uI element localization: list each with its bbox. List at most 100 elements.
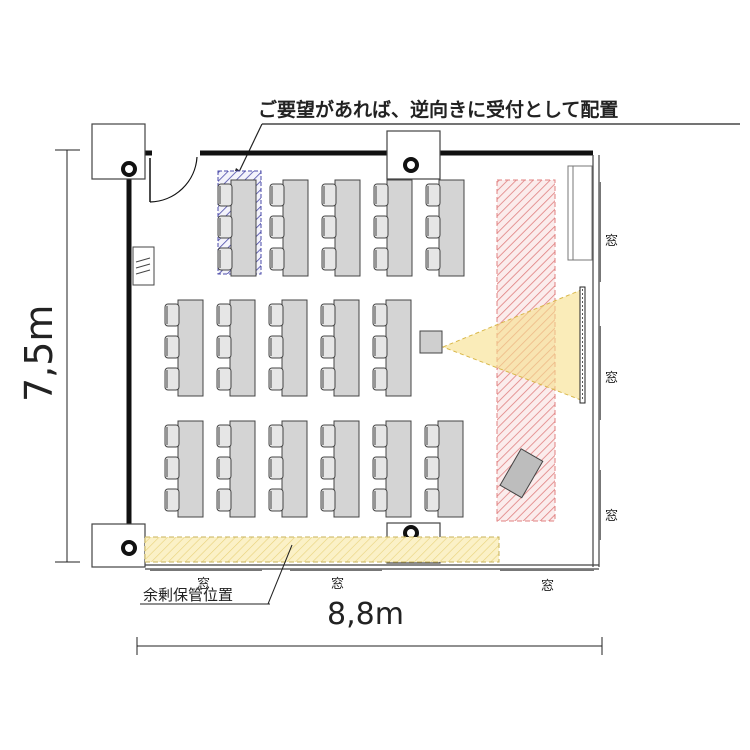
height-dimension: 7,5m — [17, 149, 80, 563]
chair — [424, 424, 440, 448]
chair — [216, 367, 232, 391]
chair — [321, 247, 337, 271]
desk — [229, 420, 256, 518]
desk — [385, 420, 412, 518]
chair — [372, 303, 388, 327]
wall-cabinet — [132, 246, 155, 286]
chair — [268, 424, 284, 448]
desk — [386, 179, 413, 277]
lectern — [499, 448, 544, 499]
desk — [385, 299, 412, 397]
width-label: 8,8m — [327, 597, 404, 632]
desk — [437, 420, 464, 518]
desk-group — [216, 420, 256, 518]
window-label: 窓 — [605, 233, 618, 249]
desk — [177, 420, 204, 518]
chair — [268, 335, 284, 359]
desk-group — [372, 420, 412, 518]
chair — [320, 456, 336, 480]
desk-group — [268, 299, 308, 397]
desk — [333, 299, 360, 397]
desk-group — [320, 299, 360, 397]
desk-group — [373, 179, 413, 277]
surplus-storage-annotation: 余剰保管位置 — [140, 544, 293, 605]
chair — [216, 303, 232, 327]
chair — [269, 215, 285, 239]
chair — [372, 424, 388, 448]
desk-group — [372, 299, 412, 397]
chair — [269, 247, 285, 271]
desk-group — [424, 420, 464, 518]
desk-group — [164, 299, 204, 397]
desk-layout — [164, 179, 465, 518]
chair — [217, 183, 233, 207]
desk — [177, 299, 204, 397]
chair — [216, 335, 232, 359]
desk — [334, 179, 361, 277]
surplus-storage-area — [144, 536, 500, 563]
chair — [164, 424, 180, 448]
request-note-leader — [237, 123, 263, 175]
request-note: ご要望があれば、逆向きに受付として配置 — [258, 98, 618, 121]
chair — [373, 247, 389, 271]
chair — [320, 335, 336, 359]
chair — [164, 303, 180, 327]
projector — [419, 330, 443, 354]
desk-group — [425, 179, 465, 277]
chair — [216, 424, 232, 448]
chair — [164, 456, 180, 480]
chair — [268, 488, 284, 512]
chair — [320, 424, 336, 448]
chair — [372, 488, 388, 512]
desk-group — [164, 420, 204, 518]
window-label: 窓 — [605, 370, 618, 386]
chair — [268, 367, 284, 391]
chair — [217, 215, 233, 239]
chair — [216, 456, 232, 480]
surplus-storage-label: 余剰保管位置 — [143, 586, 233, 604]
pillar-bottom-left — [91, 523, 146, 568]
chair — [164, 335, 180, 359]
chair — [164, 367, 180, 391]
pillars — [91, 123, 441, 568]
chair — [321, 215, 337, 239]
desk-group — [320, 420, 360, 518]
chair — [372, 456, 388, 480]
width-dimension: 8,8m — [136, 597, 603, 655]
chair — [320, 303, 336, 327]
chair — [425, 215, 441, 239]
chair — [164, 488, 180, 512]
desk-group — [268, 420, 308, 518]
desk — [229, 299, 256, 397]
desk-group — [217, 179, 257, 277]
projection-screen — [579, 286, 586, 404]
desk — [438, 179, 465, 277]
desk-group — [321, 179, 361, 277]
chair — [320, 367, 336, 391]
desk — [281, 420, 308, 518]
chair — [424, 456, 440, 480]
chair — [269, 183, 285, 207]
chair — [425, 247, 441, 271]
chair — [268, 456, 284, 480]
chair — [424, 488, 440, 512]
chair — [217, 247, 233, 271]
desk — [282, 179, 309, 277]
height-label: 7,5m — [17, 305, 61, 402]
desk — [333, 420, 360, 518]
pillar-top-left — [91, 123, 146, 180]
desk-group — [216, 299, 256, 397]
desk-group — [269, 179, 309, 277]
chair — [373, 215, 389, 239]
door — [149, 156, 198, 203]
chair — [425, 183, 441, 207]
chair — [320, 488, 336, 512]
chair — [216, 488, 232, 512]
window-label: 窓 — [331, 576, 344, 592]
desk — [230, 179, 257, 277]
whiteboard-rail — [567, 165, 593, 261]
chair — [372, 367, 388, 391]
chair — [373, 183, 389, 207]
chair — [321, 183, 337, 207]
